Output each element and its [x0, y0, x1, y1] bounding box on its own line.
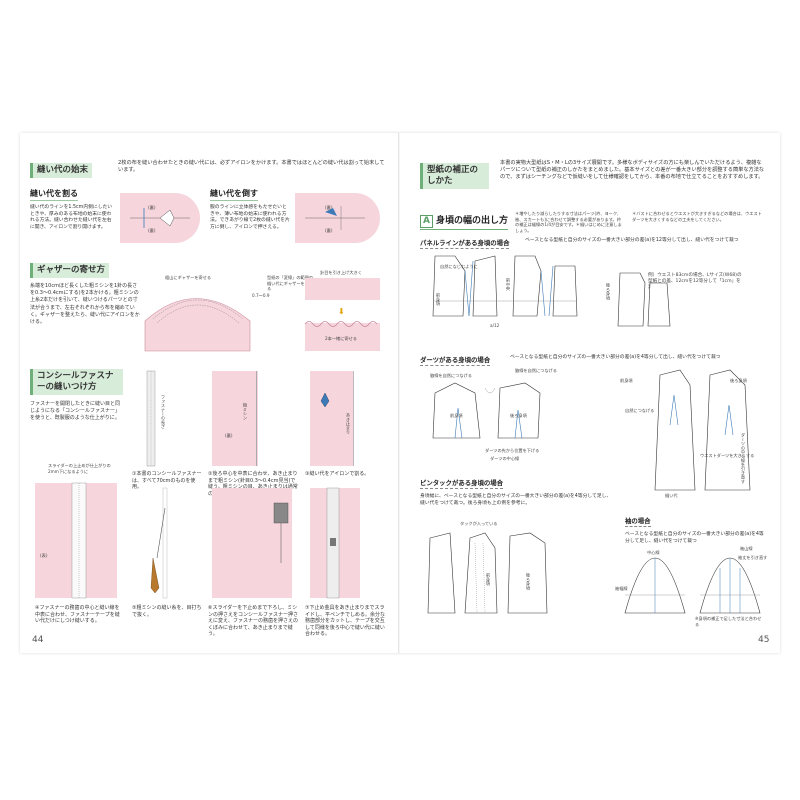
- section-a-title: 身頃の幅の出し方: [436, 216, 509, 226]
- pintuck-title: ピンタックがある身頃の場合: [420, 479, 504, 489]
- gather-label-pull: 針目を引き上げ大きく: [320, 270, 362, 275]
- zipper-step-3: ③縫い代をアイロンで割る。: [305, 471, 370, 477]
- seam-line: [256, 371, 257, 466]
- zipper-step-4: ④ファスナーの務歯の中心と縫い線を中表に合わせ、ファスナーテープを縫い代だけにし…: [35, 605, 120, 624]
- panel-label-a: a/12: [490, 323, 500, 328]
- pintuck-label-1: タックが入っている: [460, 521, 498, 526]
- zipper-fabric-step2: [212, 371, 258, 466]
- sleeve-label-2: 袖幅線: [615, 586, 628, 591]
- left-page: 縫い代の始末 2枚の布を縫い合わせたときの縫い代には、必ずアイロンをかけます。本…: [20, 133, 400, 653]
- dart-label-10: 縫い代: [665, 493, 678, 498]
- dart-label-5: 前身頃: [450, 413, 463, 418]
- intro-text: 2枚の布を縫い合わせたときの縫い代には、必ずアイロンをかけます。本書ではほとんど…: [118, 160, 385, 173]
- zipper-step-1: ①本書のコンシールファスナーは、すべて70cmのものを使用。: [132, 471, 202, 490]
- fold-seam-diagram: [305, 206, 365, 230]
- book-spread: 縫い代の始末 2枚の布を縫い合わせたときの縫い代には、必ずアイロンをかけます。本…: [20, 133, 780, 653]
- pressed-seam: [353, 371, 362, 466]
- zipper-table-label: (表): [40, 553, 48, 558]
- panel-title: パネルラインがある身頃の場合: [420, 239, 510, 249]
- panel-label-back: 後ろ身頃: [606, 283, 611, 300]
- zipper-basted-diagram: [71, 482, 87, 599]
- gather-curve-diagram: [144, 298, 251, 352]
- dart-label-8: 前身頃: [620, 378, 633, 383]
- dart-bodice-diagram: [432, 382, 541, 439]
- zipper-fabric-step3: [310, 371, 358, 466]
- dart-label-9: 後ろ身頃: [730, 378, 747, 383]
- iron-icon: [320, 392, 330, 408]
- split-back-label-2: (裏): [148, 228, 156, 233]
- panel-back-diagram: [617, 272, 671, 327]
- pintuck-label-3: 後ろ身頃: [526, 573, 531, 590]
- correction-text: 本書の実物大型紙はS・M・Lの3サイズ展開です。多様なボディサイズの方にも楽しん…: [500, 160, 765, 180]
- gather-section-title: ギャザーの寄せ方: [30, 263, 110, 278]
- dart-text: ベースとなる型紙と自分のサイズの一番大きい部分の差(a)を4等分して出し、縫い代…: [510, 355, 721, 360]
- dart-label-6: 後ろ身頃: [510, 413, 527, 418]
- sleeve-title: 袖の場合: [625, 517, 651, 527]
- section-a-note-right: ＊バストに合わせるとウエストが大きすぎるなどの場合は、ウエストダーツを大きくする…: [632, 211, 762, 222]
- dart-label-2: 脇線を自然につなげる: [515, 368, 557, 373]
- section-a-note-left: ＊増やしたり減らしたりする寸法はパーツ(衿、ヨーク、袖、スカートも)に合わせて調…: [515, 211, 622, 233]
- dart-label-4: ダーツの中心線: [490, 456, 520, 461]
- zipper-illustration: [146, 370, 156, 467]
- sleeve-diagram: [624, 557, 761, 614]
- seam-section-title: 縫い代の始末: [30, 163, 93, 178]
- dart-label-1: 脇線を自然につなげる: [430, 373, 472, 378]
- page-number-left: 44: [32, 635, 44, 645]
- correction-section-title: 型紙の補正のしかた: [420, 163, 489, 189]
- zipper-section-title: コンシールファスナーの縫いつけ方: [30, 369, 123, 395]
- panel-label-side: 自然になじむように: [440, 264, 478, 269]
- sleeve-label-4: 袖丈を引き直す: [738, 555, 768, 560]
- zipper-length-label: ファスナーの長さ: [161, 395, 166, 429]
- awl-remove-stitch-diagram: [150, 487, 168, 599]
- split-seam-diagram: [130, 208, 190, 228]
- gather-label-bottom: 2本一緒に寄せる: [325, 336, 357, 341]
- panel-pattern-diagram: [432, 255, 578, 317]
- fold-seam-text: 服のラインに立体感をもたせたいときや、薄い布地の始末に使われる方法。できあがり線…: [210, 205, 290, 230]
- section-a-letter: A: [420, 215, 433, 228]
- sleeve-text: ベースとなる型紙と自分のサイズの一番大きい部分の差(a)を4等分して足し、縫い代…: [625, 532, 764, 544]
- dart-title: ダーツがある身頃の場合: [420, 356, 491, 366]
- fold-back-label: (裏): [325, 205, 333, 210]
- page-number-right: 45: [758, 635, 770, 645]
- slider-position-label: スライダーの上止めが仕上がりの2mm下になるように: [48, 463, 111, 474]
- split-seam-title: 縫い代を割る: [30, 188, 78, 201]
- zipper-step-5: ⑤粗ミシンの縫い糸を、目打ちで抜く。: [132, 605, 202, 618]
- sleeve-label-5: ※身頃の補正で足した寸法と合わせる: [695, 616, 762, 627]
- gather-text: 糸端を10cmほど長くした粗ミシンを1針の長さを0.3〜0.4cmにする)を2本…: [30, 283, 140, 326]
- fold-seam-title: 縫い代を倒す: [210, 188, 258, 201]
- fold-back-label-2: (裏): [325, 228, 333, 233]
- zipper-text: ファスナーを開閉したときに縫い目と同じようになる「コンシールファスナー」を使うと…: [30, 401, 121, 422]
- dart-dress-diagram: [654, 369, 751, 491]
- gather-ruffle: [304, 321, 378, 327]
- panel-text: ベースとなる型紙と自分のサイズの一番大きい部分の差(a)を12等分して出し、縫い…: [525, 238, 739, 243]
- gather-strip-bottom: [305, 323, 380, 351]
- pintuck-label-2: 前身頃: [486, 573, 491, 586]
- zipper-finished-diagram: [326, 487, 340, 599]
- zipper-foot-diagram: [273, 502, 289, 563]
- pintuck-text: 身頃幅に、ベースとなる型紙と自分のサイズの一番大きい部分の差(a)を4等分して足…: [420, 494, 612, 506]
- zipper-step-6: ⑥スライダーを下止めまで下ろし、ミシンの押さえをコンシールファスナー押さえに変え…: [208, 605, 299, 637]
- split-seam-text: 縫い代のラインを1.5cm内側にしたいときや、厚みのある布地の始末に使われる方法…: [30, 205, 113, 230]
- sleeve-label-3: 袖山線: [740, 546, 753, 551]
- zipper-back-label: (裏): [225, 433, 233, 438]
- sleeve-label-1: 中心線: [647, 550, 660, 555]
- arrow-down-icon: ⬇: [338, 307, 345, 316]
- panel-label-left: 前身頃: [436, 293, 441, 306]
- dart-label-12: 自然につなげる: [625, 408, 655, 413]
- zipper-seam-label: あき止まり: [346, 413, 351, 434]
- pintuck-diagram: [427, 532, 548, 614]
- panel-label-center: 前中央: [506, 278, 511, 291]
- dart-label-3: ダーツの先から位置を下げる: [485, 448, 540, 453]
- rough-stitch-label: 粗ミシン: [243, 403, 248, 420]
- dart-label-7: ウエストダーツを大きくする: [700, 453, 755, 458]
- gather-strip-top: [305, 278, 380, 300]
- right-page: 型紙の補正のしかた 本書の実物大型紙はS・M・Lの3サイズ展開です。多様なボディ…: [400, 133, 780, 653]
- gather-label-side: 型紙の「変線」の範囲の縫い代にギャザーを寄せる: [267, 275, 314, 291]
- dart-label-11: ダーツの中心線を引き直す: [741, 433, 746, 484]
- zipper-step-7: ⑦下止め金具をあき止まりまでスライドし、平ペンチでしめる。余分な務歯部分をカット…: [305, 605, 386, 637]
- gather-label-top: 粗山にギャザーを寄せる: [165, 275, 212, 280]
- gather-label-measure: 0.7〜0.9: [252, 293, 270, 298]
- split-back-label: (裏): [148, 205, 156, 210]
